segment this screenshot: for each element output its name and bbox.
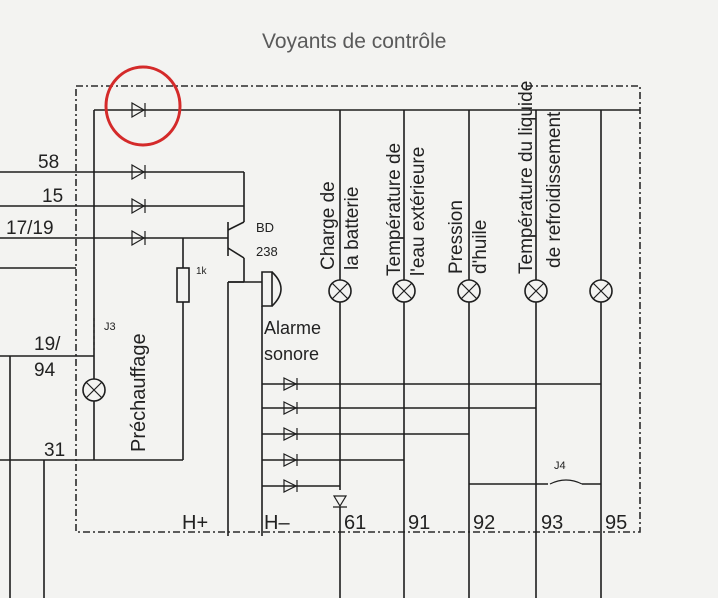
indicator-1-line2: la batterie (342, 187, 363, 270)
jumper-j3-label: J3 (104, 321, 116, 333)
buzzer (261, 271, 282, 307)
lamp-water-temp (392, 279, 416, 303)
indicator-4-line2: de refroidissement (544, 111, 565, 268)
jumper-j4-label: J4 (554, 460, 566, 472)
preheat-lamp (82, 378, 106, 402)
indicator-1-line1: Charge de (318, 181, 339, 270)
diode-ladder (262, 377, 601, 493)
highlight-circle (104, 65, 182, 147)
lamp-coolant-temp (524, 279, 548, 303)
transistor-label: BD (256, 220, 274, 235)
terminal-61: 61 (344, 512, 366, 534)
j4-bridge (549, 479, 583, 485)
alarm-label-2: sonore (264, 344, 319, 364)
indicator-4-line1: Température du liquide (516, 81, 537, 274)
terminal-15: 15 (42, 186, 63, 207)
terminal-h-minus: H– (264, 512, 290, 534)
diode-58 (131, 163, 146, 181)
terminal-h-plus: H+ (182, 512, 208, 534)
transistor-number: 238 (256, 244, 278, 259)
diode-15 (131, 197, 146, 215)
resistor (176, 267, 190, 303)
transistor-bd238 (227, 221, 245, 516)
diode-61 (332, 495, 348, 598)
resistor-label: 1k (196, 266, 208, 277)
terminal-93: 93 (541, 512, 563, 534)
terminal-94: 94 (34, 360, 56, 381)
alarm-label-1: Alarme (264, 318, 321, 338)
lamp-oil-pressure (457, 279, 481, 303)
indicator-3-line2: d'huile (470, 220, 491, 274)
terminal-19: 19/ (34, 334, 61, 355)
enclosure-border (75, 85, 641, 533)
indicator-2-line1: Température de (384, 143, 405, 276)
preheat-label: Préchauffage (128, 333, 150, 452)
diagram-title: Voyants de contrôle (262, 30, 446, 53)
terminal-92: 92 (473, 512, 495, 534)
diode-17-19 (131, 229, 146, 247)
terminal-17-19: 17/19 (6, 218, 54, 239)
terminal-95: 95 (605, 512, 627, 534)
diode-top (131, 101, 146, 119)
terminal-91: 91 (408, 512, 430, 534)
lamp-battery (328, 279, 352, 303)
terminal-31: 31 (44, 440, 65, 461)
indicator-3-line1: Pression (446, 200, 467, 274)
lamp-extra (589, 279, 613, 303)
terminal-58: 58 (38, 152, 59, 173)
indicator-2-line2: l'eau extérieure (408, 147, 429, 276)
